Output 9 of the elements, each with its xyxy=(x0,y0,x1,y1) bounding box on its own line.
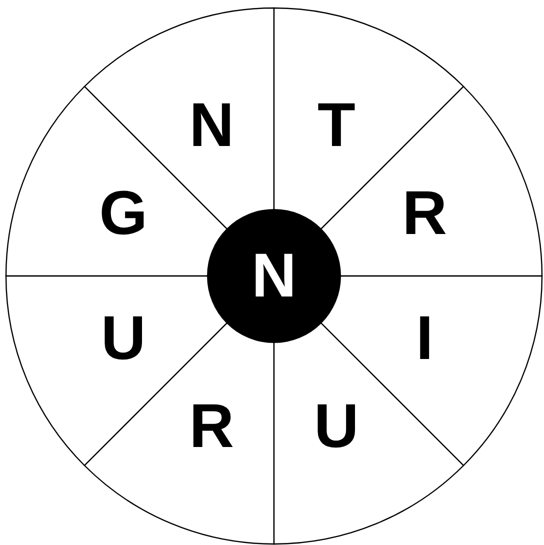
letter: T xyxy=(317,90,356,160)
letter: I xyxy=(416,304,434,373)
letter: N xyxy=(189,90,234,160)
letter: U xyxy=(101,304,146,373)
centre-letter: N xyxy=(252,242,296,310)
letter: G xyxy=(99,179,148,248)
letter: R xyxy=(402,179,447,248)
letter: R xyxy=(189,392,234,462)
letter: U xyxy=(314,392,359,462)
